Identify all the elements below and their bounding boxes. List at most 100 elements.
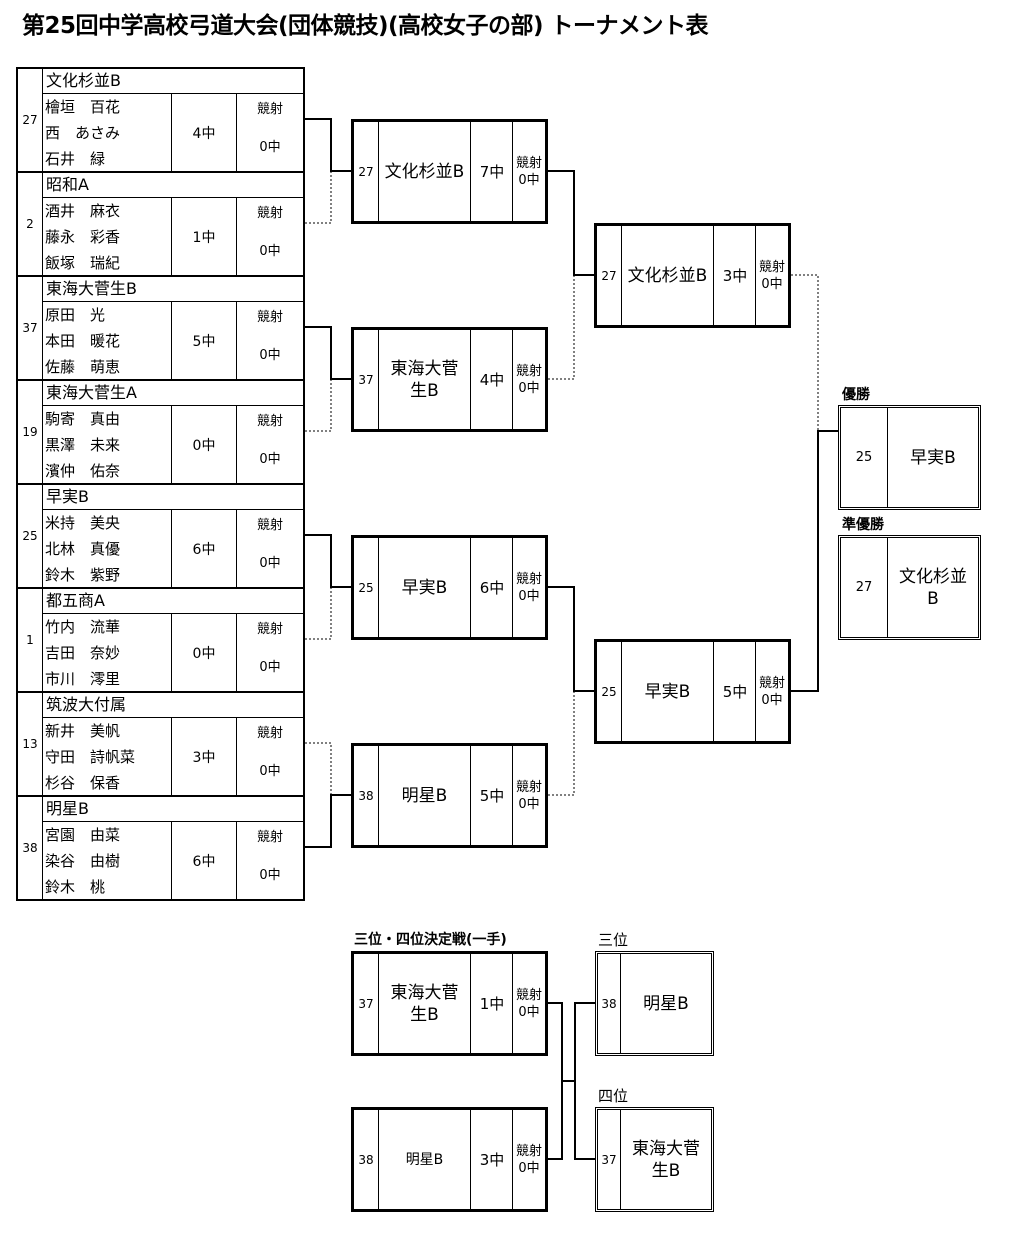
- team-name: 早実B: [622, 642, 714, 741]
- shoot-off: 競射 0中: [237, 718, 303, 795]
- shoot-off-label: 競射: [256, 310, 283, 325]
- connector-3rd-a: [548, 1002, 563, 1160]
- member-name: 新井 美帆: [45, 722, 121, 740]
- member-list: 新井 美帆 守田 詩帆菜 杉谷 保香: [43, 718, 172, 795]
- shoot-off: 競射 0中: [237, 94, 303, 171]
- shoot-off-label: 競射: [515, 571, 542, 587]
- fourth-label: 四位: [598, 1087, 629, 1105]
- team-name: 文化杉並B: [899, 566, 967, 609]
- member-name: 米持 美央: [45, 514, 121, 532]
- seed-number: 25: [841, 408, 888, 507]
- member-name: 佐藤 萌恵: [45, 358, 121, 376]
- shoot-off-value: 0中: [259, 244, 281, 259]
- seed-number: 19: [18, 381, 43, 483]
- fourth-box: 37 東海大菅生B: [595, 1107, 714, 1212]
- seed-number: 38: [354, 746, 379, 845]
- member-list: 駒寄 真由 黒澤 未来 濱仲 佑奈: [43, 406, 172, 483]
- member-name: 竹内 流華: [45, 618, 121, 636]
- member-name: 吉田 奈妙: [45, 644, 121, 662]
- seed-number: 37: [354, 954, 379, 1053]
- team-name: 東海大菅生B: [379, 330, 471, 429]
- hit-count: 1中: [472, 954, 513, 1053]
- team-name: 昭和A: [43, 173, 303, 198]
- hit-count: 4中: [472, 330, 513, 429]
- seed-number: 38: [18, 797, 43, 899]
- team-name: 筑波大付属: [43, 693, 303, 718]
- champion-box: 25 早実B: [838, 405, 981, 510]
- connector-r1-5: [305, 534, 352, 588]
- connector-r2-1: [548, 170, 595, 276]
- hit-count: 5中: [172, 302, 237, 379]
- hit-count: 4中: [172, 94, 237, 171]
- team-name: 文化杉並B: [43, 69, 303, 94]
- shoot-off-label: 競射: [256, 830, 283, 845]
- member-name: 市川 澪里: [45, 670, 121, 688]
- member-list: 檜垣 百花 西 あさみ 石井 緑: [43, 94, 172, 171]
- connector-3rd-b: [574, 1002, 596, 1160]
- shoot-off-label: 競射: [256, 726, 283, 741]
- third-place-match-label: 三位・四位決定戦(一手): [354, 932, 507, 948]
- shoot-off-label: 競射: [515, 155, 542, 171]
- third-label: 三位: [598, 931, 629, 949]
- shoot-off-value: 0中: [518, 796, 540, 812]
- member-list: 竹内 流華 吉田 奈妙 市川 澪里: [43, 614, 172, 691]
- member-list: 米持 美央 北林 真優 鈴木 紫野: [43, 510, 172, 587]
- hit-count: 6中: [172, 822, 237, 899]
- team-name: 東海大菅生B: [379, 954, 471, 1053]
- team-name: 東海大菅生B: [43, 277, 303, 302]
- team-name: 東海大菅生A: [43, 381, 303, 406]
- hit-count: 3中: [715, 226, 756, 325]
- hit-count: 7中: [472, 122, 513, 221]
- hit-count: 0中: [172, 614, 237, 691]
- team-name: 早実B: [910, 447, 956, 468]
- team-name: 文化杉並B: [379, 122, 471, 221]
- connector-r1-1: [305, 118, 352, 172]
- shoot-off-value: 0中: [259, 348, 281, 363]
- team-name: 都五商A: [43, 589, 303, 614]
- runner-up-label: 準優勝: [842, 517, 884, 533]
- shoot-off-label: 競射: [256, 102, 283, 117]
- member-name: 鈴木 桃: [45, 878, 106, 896]
- shoot-off-value: 0中: [259, 140, 281, 155]
- shoot-off-value: 0中: [259, 660, 281, 675]
- shoot-off-label: 競射: [515, 987, 542, 1003]
- seed-number: 27: [354, 122, 379, 221]
- team-name: 文化杉並B: [622, 226, 714, 325]
- connector-r1-3: [305, 326, 352, 380]
- seed-number: 2: [18, 173, 43, 275]
- shoot-off-label: 競射: [758, 259, 785, 275]
- team-name: 明星B: [379, 746, 471, 845]
- shoot-off-value: 0中: [518, 380, 540, 396]
- member-name: 西 あさみ: [45, 124, 121, 142]
- member-list: 宮園 由菜 染谷 由樹 鈴木 桃: [43, 822, 172, 899]
- member-name: 杉谷 保香: [45, 774, 121, 792]
- member-name: 石井 緑: [45, 150, 106, 168]
- hit-count: 6中: [172, 510, 237, 587]
- hit-count: 6中: [472, 538, 513, 637]
- member-name: 原田 光: [45, 306, 106, 324]
- seed-number: 27: [597, 226, 622, 325]
- member-name: 本田 暖花: [45, 332, 121, 350]
- shoot-off-value: 0中: [259, 764, 281, 779]
- member-name: 檜垣 百花: [45, 98, 121, 116]
- member-list: 原田 光 本田 暖花 佐藤 萌恵: [43, 302, 172, 379]
- hit-count: 3中: [472, 1110, 513, 1209]
- seed-number: 37: [18, 277, 43, 379]
- shoot-off-value: 0中: [761, 276, 783, 292]
- seed-number: 37: [354, 330, 379, 429]
- seed-number: 25: [597, 642, 622, 741]
- shoot-off-value: 0中: [761, 692, 783, 708]
- seed-number: 38: [598, 954, 621, 1053]
